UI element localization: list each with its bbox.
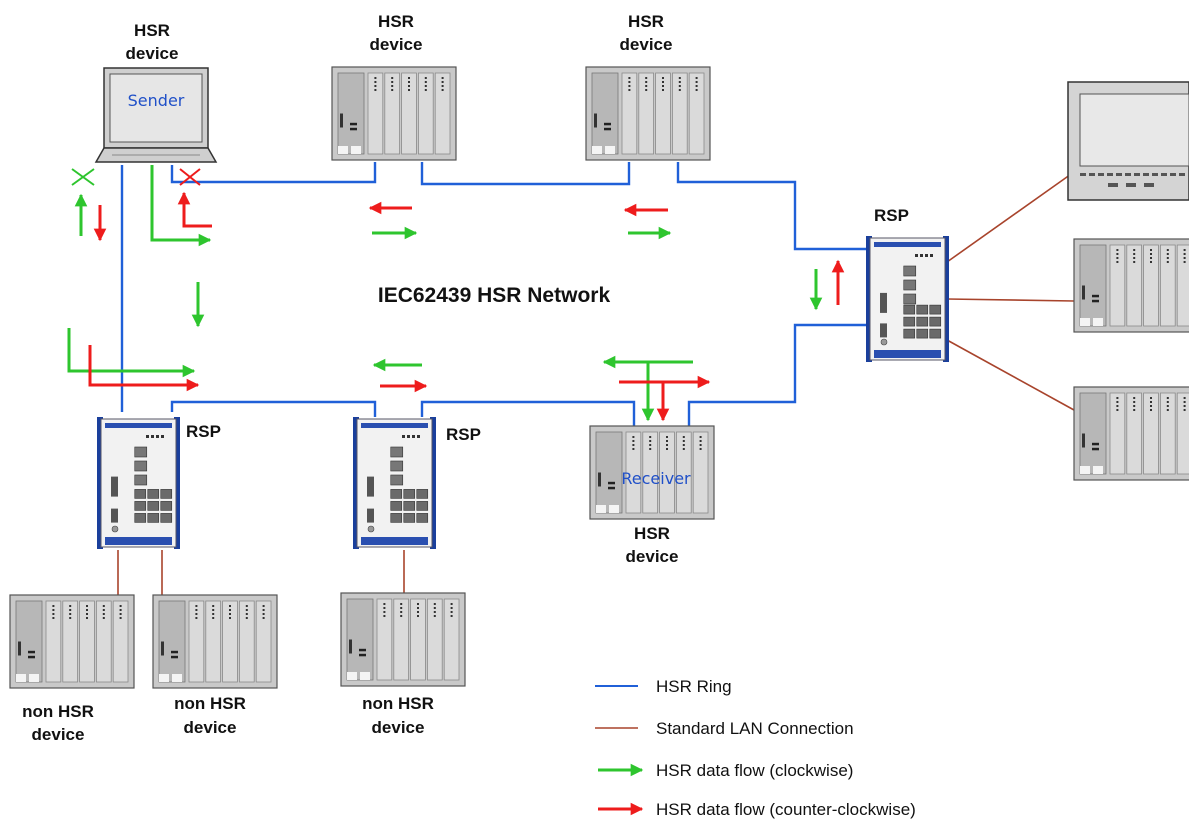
- network-title: IEC62439 HSR Network: [378, 284, 611, 307]
- non-hsr-label-2b: device: [184, 718, 237, 737]
- flow-arrows: [67, 165, 845, 422]
- non-hsr-label-3b: device: [372, 718, 425, 737]
- lan-lines: [117, 171, 1075, 595]
- hsr-device-label-3a: HSR: [628, 12, 664, 31]
- hsr-device-label-3b: device: [620, 35, 673, 54]
- hsr-device-label-1b: device: [126, 44, 179, 63]
- non-hsr-label-3a: non HSR: [362, 694, 434, 713]
- hsr-device-top-1: [331, 66, 457, 161]
- legend: HSR Ring Standard LAN Connection HSR dat…: [595, 677, 916, 819]
- rsp-switch-right: [866, 236, 949, 362]
- flow-cw-from-sender: [150, 165, 212, 247]
- rsp-label-left: RSP: [186, 422, 221, 441]
- receiver-label: Receiver: [621, 469, 691, 488]
- hsr-ring-lines: [120, 162, 867, 426]
- non-hsr-label-2a: non HSR: [174, 694, 246, 713]
- cw-discard-mark: [71, 168, 95, 186]
- monitor-device: [1067, 81, 1189, 201]
- non-hsr-label-1a: non HSR: [22, 702, 94, 721]
- hsr-device-label-2b: device: [370, 35, 423, 54]
- flow-cw-left-corner: [67, 328, 196, 378]
- devices-layer: Receiver: [9, 66, 1189, 689]
- hsr-device-top-2: [585, 66, 711, 161]
- rsp-switch-left: [97, 417, 180, 549]
- non-hsr-device-3: [340, 592, 466, 687]
- legend-lan-label: Standard LAN Connection: [656, 719, 854, 738]
- sender-label: Sender: [128, 91, 185, 110]
- legend-ring-label: HSR Ring: [656, 677, 732, 696]
- plc-right-2: [1073, 386, 1189, 481]
- hsr-device-label-1a: HSR: [134, 21, 170, 40]
- rsp-label-mid: RSP: [446, 425, 481, 444]
- non-hsr-label-1b: device: [32, 725, 85, 744]
- flow-ccw-to-sender: [177, 191, 212, 228]
- hsr-device-label-2a: HSR: [378, 12, 414, 31]
- rsp-switch-middle: [353, 417, 436, 549]
- sender-laptop: Sender: [94, 67, 218, 163]
- hsr-device-label-rx-a: HSR: [634, 524, 670, 543]
- flow-ccw-left-corner: [88, 345, 200, 392]
- rsp-label-right: RSP: [874, 206, 909, 225]
- non-hsr-device-2: [152, 594, 278, 689]
- legend-ccw-label: HSR data flow (counter-clockwise): [656, 800, 916, 819]
- device-labels: HSR device HSR device HSR device HSR dev…: [22, 12, 909, 744]
- legend-cw-label: HSR data flow (clockwise): [656, 761, 853, 780]
- hsr-device-label-rx-b: device: [626, 547, 679, 566]
- plc-right-1: [1073, 238, 1189, 333]
- ccw-discard-mark: [179, 168, 201, 186]
- hsr-device-receiver: [589, 425, 715, 520]
- non-hsr-device-1: [9, 594, 135, 689]
